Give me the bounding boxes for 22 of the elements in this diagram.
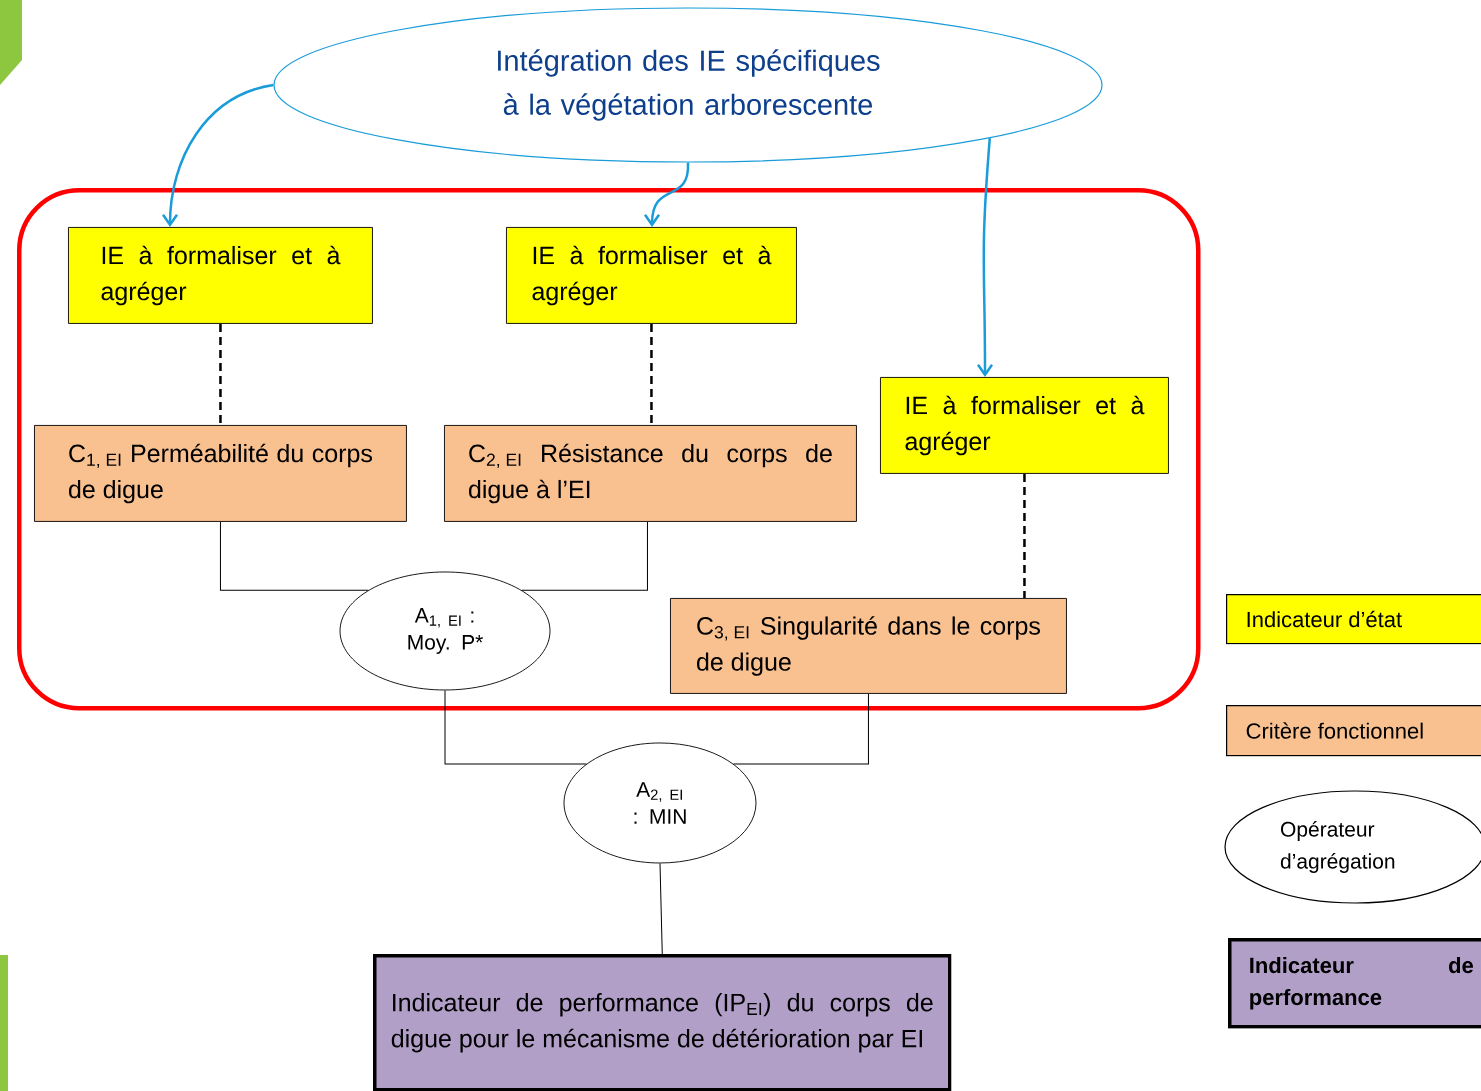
connector-line <box>219 323 222 425</box>
arrow <box>644 162 690 227</box>
performance-box: Indicateur de performance (IP$_{EI}$) du corps de digue pour le mécanisme de détérioration par EI <box>373 954 952 1091</box>
legend-box: Indicateur d’état <box>1226 594 1481 645</box>
arrow <box>162 83 274 227</box>
indicator-box: IE à formaliser et à agréger <box>68 227 373 324</box>
connector-line <box>659 862 663 955</box>
criterion-box: C$_{3, EI}$ Singularité dans le corps de digue <box>670 597 1067 694</box>
criterion-box: C$_{2, EI}$ Résistance du corps de digue à l’EI <box>444 425 857 522</box>
connector-line <box>219 521 369 591</box>
criterion-box: C$_{1, EI}$ Perméabilité du corps de digue <box>34 425 407 522</box>
connector-line <box>650 323 653 425</box>
arrow <box>977 138 994 377</box>
connector-line <box>1023 473 1026 598</box>
group-frame <box>17 188 1201 711</box>
indicator-box: IE à formaliser et à agréger <box>880 377 1169 474</box>
legend-box: Indicateur de performance <box>1228 938 1481 1029</box>
connector-line <box>733 693 869 765</box>
connector-line <box>444 689 587 765</box>
connector-line <box>521 521 648 591</box>
legend-box: Critère fonctionnel <box>1226 705 1481 757</box>
indicator-box: IE à formaliser et à agréger <box>506 227 797 324</box>
